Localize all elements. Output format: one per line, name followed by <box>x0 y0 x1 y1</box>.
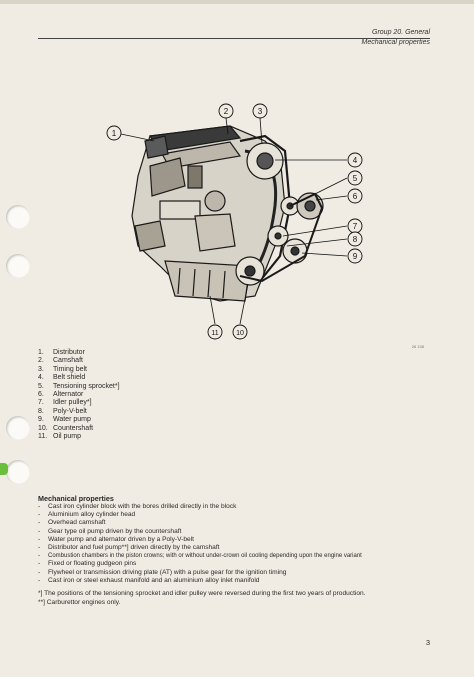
svg-text:8: 8 <box>353 235 358 244</box>
legend-item: 1.Distributor <box>38 349 85 356</box>
header-group: Group 20. General <box>372 29 430 36</box>
header-section: Mechanical properties <box>361 39 430 46</box>
tab-marker <box>0 463 8 475</box>
page-header: Group 20. General Mechanical properties <box>362 28 430 48</box>
footnote: *] The positions of the tensioning sproc… <box>38 590 366 597</box>
footnotes: *] The positions of the tensioning sproc… <box>38 590 366 607</box>
svg-text:9: 9 <box>353 252 358 261</box>
page-number: 3 <box>425 638 430 647</box>
legend-item: 10.Countershaft <box>38 424 94 432</box>
property-item: -Gear type oil pump driven by the counte… <box>38 527 182 535</box>
header-rule <box>38 38 430 39</box>
legend-item: 3.Timing belt <box>38 365 87 373</box>
callout-2: 2 <box>218 103 234 119</box>
property-item: -Cast iron cylinder block with the bores… <box>38 503 237 510</box>
property-item: -Flywheel or transmission driving plate … <box>38 568 287 576</box>
callout-1: 1 <box>106 125 122 141</box>
property-item: -Combustion chambers in the piston crown… <box>38 553 362 560</box>
legend-item: 4.Belt shield <box>38 374 86 382</box>
callout-11: 11 <box>207 324 223 340</box>
svg-text:11: 11 <box>211 330 218 337</box>
punch-hole <box>6 205 30 229</box>
svg-text:6: 6 <box>353 192 358 201</box>
property-item: -Overhead camshaft <box>38 519 106 527</box>
callout-6: 6 <box>347 188 363 204</box>
svg-text:2: 2 <box>224 107 229 116</box>
callout-5: 5 <box>347 170 363 186</box>
svg-text:5: 5 <box>353 174 358 183</box>
legend-item: 2.Camshaft <box>38 357 83 365</box>
callout-9: 9 <box>347 248 363 264</box>
property-item: -Water pump and alternator driven by a P… <box>38 535 194 543</box>
properties-list: -Cast iron cylinder block with the bores… <box>38 503 438 585</box>
legend-item: 5.Tensioning sprocket*] <box>38 382 120 390</box>
legend-item: 6.Alternator <box>38 391 84 399</box>
callout-8: 8 <box>347 231 363 247</box>
engine-illustration: 1 2 3 4 5 6 7 <box>106 103 363 340</box>
punch-hole <box>6 460 30 484</box>
section-title: Mechanical properties <box>38 494 114 503</box>
svg-text:10: 10 <box>236 330 244 337</box>
punch-hole <box>6 416 30 440</box>
footnote: **] Carburettor engines only. <box>38 598 121 606</box>
svg-text:1: 1 <box>112 129 117 138</box>
parts-legend: 1.Distributor 2.Camshaft 3.Timing belt 4… <box>38 349 120 441</box>
svg-text:4: 4 <box>353 156 358 165</box>
property-item: -Cast iron or steel exhaust manifold and… <box>38 576 260 584</box>
callout-4: 4 <box>347 152 363 168</box>
legend-item: 7.Idler pulley*] <box>38 399 92 407</box>
top-strip <box>0 0 474 4</box>
legend-item: 8.Poly-V-belt <box>38 407 87 415</box>
legend-item: 11.Oil pump <box>38 433 82 441</box>
property-item: -Aluminium alloy cylinder head <box>38 511 136 519</box>
callout-3: 3 <box>252 103 268 119</box>
callout-7: 7 <box>347 218 363 234</box>
figure-ref-code: 26 138 <box>411 344 424 349</box>
punch-hole <box>6 254 30 278</box>
property-item: -Fixed or floating gudgeon pins <box>38 560 137 568</box>
svg-text:7: 7 <box>353 222 358 231</box>
callout-10: 10 <box>232 324 248 340</box>
legend-item: 9.Water pump <box>38 416 91 424</box>
property-item: -Distributor and fuel pump**] driven dir… <box>38 544 220 552</box>
svg-text:3: 3 <box>258 107 263 116</box>
